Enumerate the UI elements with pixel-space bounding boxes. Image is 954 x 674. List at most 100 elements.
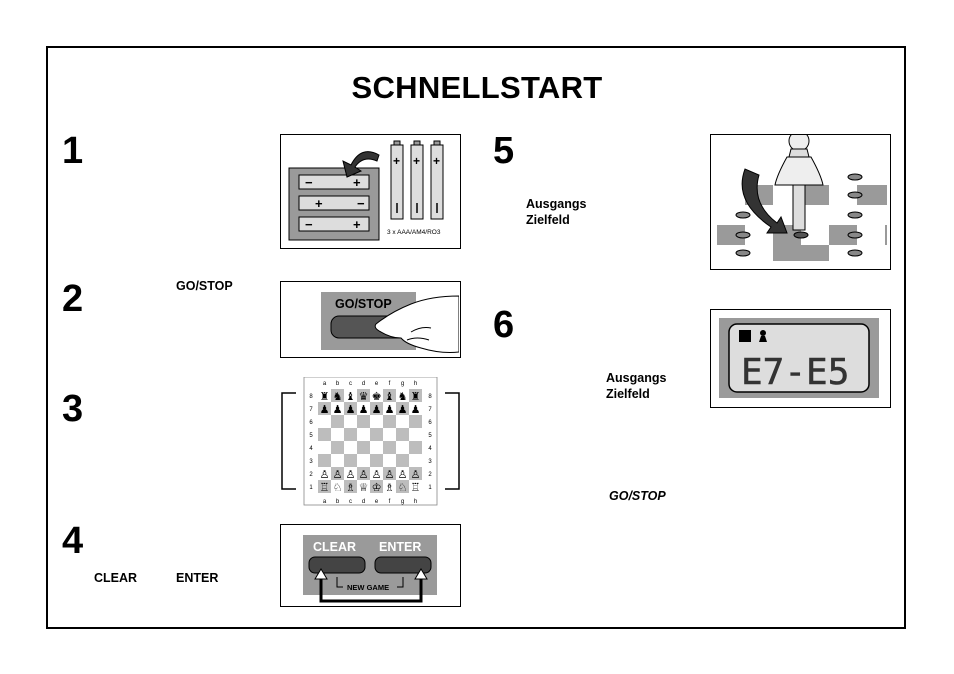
board-rank-label: 6 [309, 420, 313, 426]
chess-piece-icon: ♟ [320, 403, 330, 416]
board-square [383, 415, 396, 428]
board-square [370, 415, 383, 428]
board-square [331, 415, 344, 428]
board-square [318, 480, 331, 493]
arrow-icon [741, 168, 788, 234]
chess-piece-icon: ♙ [385, 468, 395, 481]
chess-piece-icon: ♖ [320, 481, 330, 494]
board-square [344, 428, 357, 441]
board-square [409, 480, 422, 493]
board-square [409, 441, 422, 454]
board-square [331, 428, 344, 441]
svg-text:−: − [357, 196, 365, 211]
board-rank-label: 5 [309, 433, 313, 439]
board-file-label: b [336, 499, 340, 505]
board-file-label: a [323, 499, 327, 505]
board-square [318, 402, 331, 415]
lcd-text: E7-E5 [741, 352, 849, 393]
battery-icon: + [410, 140, 424, 220]
battery-icon: − + [298, 174, 370, 190]
board-rank-label: 4 [309, 446, 313, 452]
hand-icon [374, 295, 459, 353]
board-square [396, 428, 409, 441]
gostop-illustration: GO/STOP [280, 281, 461, 358]
board-square [409, 415, 422, 428]
chess-piece-icon: ♘ [333, 481, 343, 494]
chess-piece-icon: ♙ [372, 468, 382, 481]
board-square [396, 454, 409, 467]
board-rank-label: 6 [428, 420, 432, 426]
pawn-icon [774, 135, 824, 231]
chess-piece-icon: ♟ [398, 403, 408, 416]
chess-piece-icon: ♟ [346, 403, 356, 416]
board-square [396, 441, 409, 454]
board-square [396, 480, 409, 493]
board-square [318, 467, 331, 480]
chess-piece-icon: ♙ [359, 468, 369, 481]
board-rank-label: 1 [309, 485, 313, 491]
board-file-label: g [401, 499, 404, 505]
board-rank-label: 4 [428, 446, 432, 452]
chess-piece-icon: ♜ [320, 390, 330, 403]
chess-piece-icon: ♜ [411, 390, 421, 403]
step-5-to-label: Zielfeld [526, 213, 570, 227]
arrow-icon [319, 577, 423, 603]
board-file-label: e [375, 381, 379, 387]
svg-text:−: − [305, 217, 313, 232]
board-rank-label: 3 [309, 459, 313, 465]
board-square [357, 480, 370, 493]
board-square [370, 480, 383, 493]
board-square [344, 454, 357, 467]
board-square [318, 441, 331, 454]
board-square [357, 467, 370, 480]
board-file-label: c [349, 381, 352, 387]
svg-text:+: + [393, 154, 400, 168]
chess-piece-icon: ♝ [385, 390, 395, 403]
board-rank-label: 3 [428, 459, 432, 465]
chess-piece-icon: ♟ [385, 403, 395, 416]
board-square [370, 428, 383, 441]
board-square [409, 402, 422, 415]
board-square [370, 441, 383, 454]
board-square [383, 454, 396, 467]
enter-button[interactable] [374, 556, 432, 574]
board-file-label: f [389, 381, 391, 387]
board-square [331, 467, 344, 480]
chess-piece-icon: ♘ [398, 481, 408, 494]
board-rank-label: 7 [428, 407, 432, 413]
clear-button[interactable] [308, 556, 366, 574]
svg-text:+: + [433, 154, 440, 168]
battery-illustration: − + + − − + + + + [280, 134, 461, 249]
svg-text:+: + [413, 154, 420, 168]
board-square [370, 389, 383, 402]
battery-icon: − + [298, 216, 370, 232]
board-rank-label: 8 [428, 394, 432, 400]
board-rank-label: 2 [309, 472, 313, 478]
page-title: SCHNELLSTART [351, 70, 603, 105]
board-file-label: h [414, 381, 417, 387]
board-square [318, 415, 331, 428]
chess-piece-icon: ♟ [372, 403, 382, 416]
board-file-label: c [349, 499, 352, 505]
step-2-number: 2 [62, 278, 84, 320]
step-4-number: 4 [62, 520, 84, 562]
board-square [357, 441, 370, 454]
board-square [357, 428, 370, 441]
board-file-label: d [362, 381, 365, 387]
step-6-to-label: Zielfeld [606, 387, 650, 401]
gostop-button-label: GO/STOP [335, 297, 392, 311]
chess-piece-icon: ♕ [359, 481, 369, 494]
board-square [383, 480, 396, 493]
chess-piece-icon: ♟ [333, 403, 343, 416]
battery-icon: + − [298, 195, 370, 211]
chess-piece-icon: ♞ [398, 390, 408, 403]
step-5-number: 5 [493, 130, 515, 172]
board-square [318, 454, 331, 467]
chess-piece-icon: ♔ [372, 481, 382, 494]
board-file-label: d [362, 499, 365, 505]
chess-piece-icon: ♞ [333, 390, 343, 403]
svg-text:−: − [305, 175, 313, 190]
board-square [331, 402, 344, 415]
arrow-icon [342, 151, 380, 178]
